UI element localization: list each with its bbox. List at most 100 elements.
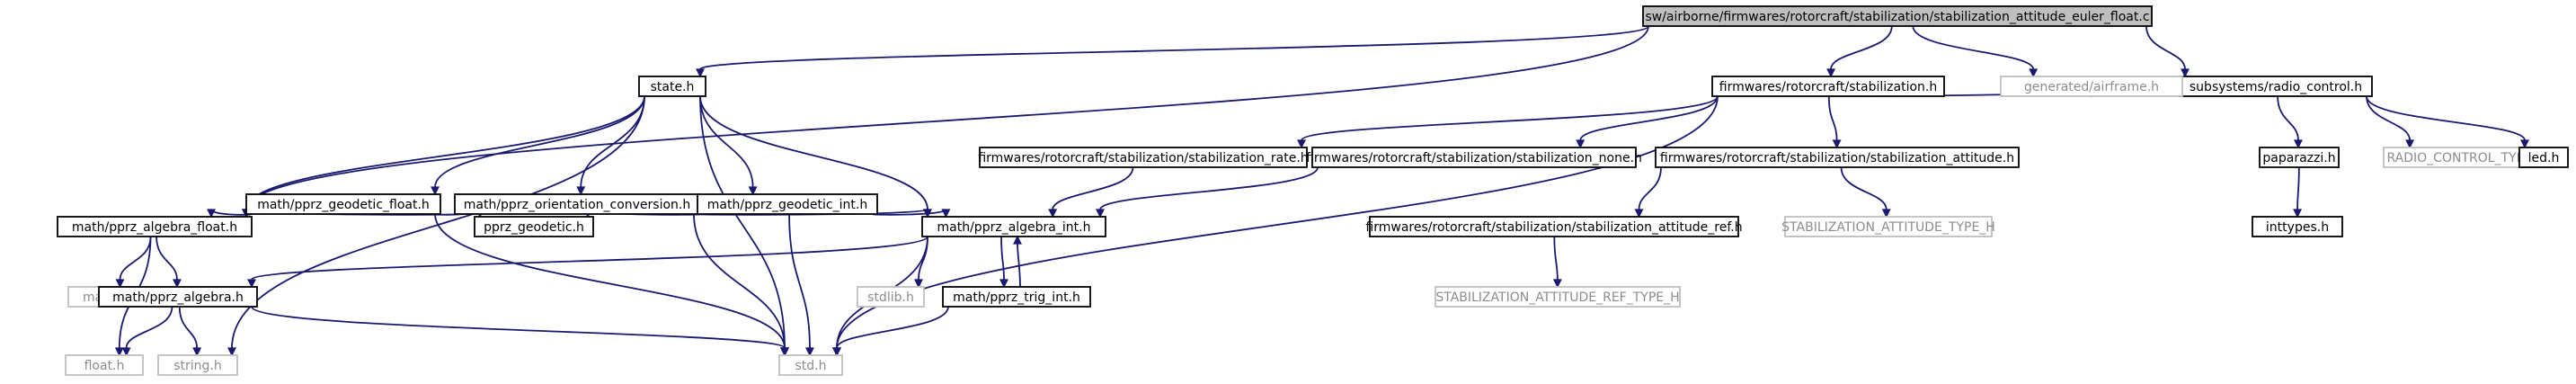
arrowhead — [1881, 209, 1891, 219]
node-n4[interactable]: math/pprz_geodetic_float.h — [245, 193, 441, 215]
arrowhead — [832, 347, 841, 357]
node-n16[interactable]: math/pprz_algebra_int.h — [921, 216, 1106, 237]
edge-n2-to-n9 — [1827, 95, 1842, 149]
arrowhead — [1096, 209, 1105, 219]
node-box — [979, 147, 1308, 168]
edge-n3-to-n13 — [2366, 95, 2529, 149]
edge-line — [434, 213, 786, 349]
node-box — [98, 286, 258, 308]
edge-n11-to-n19 — [2293, 166, 2303, 219]
arrowhead — [914, 279, 923, 289]
node-label: firmwares/rotorcraft/stabilization/stabi… — [1660, 151, 2014, 165]
node-n23[interactable]: math/pprz_trig_int.h — [942, 286, 1091, 308]
edge-line — [155, 236, 178, 281]
node-n15[interactable]: pprz_geodetic.h — [474, 216, 594, 237]
edge-line — [1553, 236, 1559, 281]
edge-n2-to-n8 — [1576, 95, 1719, 149]
edge-line — [1579, 95, 1719, 141]
node-label: firmwares/rotorcraft/stabilization/stabi… — [1306, 151, 1642, 165]
node-n26: string.h — [157, 354, 238, 376]
node-n8[interactable]: firmwares/rotorcraft/stabilization/stabi… — [1306, 147, 1642, 168]
edge-line — [178, 306, 199, 349]
node-box — [474, 216, 594, 237]
edge-n0-to-n3 — [2145, 25, 2190, 78]
edge-n1-to-n6 — [699, 95, 758, 196]
node-n12: RADIO_CONTROL_TYPE_H — [2383, 147, 2552, 168]
node-label: led.h — [2528, 151, 2560, 165]
edge-n0-to-n2 — [1826, 25, 1893, 78]
node-label: paparazzi.h — [2262, 151, 2335, 165]
nodes-layer: sw/airborne/firmwares/rotorcraft/stabili… — [57, 5, 2569, 376]
node-label: subsystems/radio_control.h — [2190, 80, 2362, 94]
edge-line — [1827, 95, 1838, 141]
edge-n16-to-n21 — [247, 236, 928, 289]
node-n21[interactable]: math/pprz_algebra.h — [98, 286, 258, 308]
node-n1[interactable]: state.h — [638, 76, 706, 97]
node-label: math/pprz_geodetic_float.h — [257, 198, 430, 212]
edges-layer — [114, 25, 2529, 357]
edge-line — [251, 236, 928, 281]
arrowhead — [1552, 279, 1562, 289]
edge-n21-to-n27 — [251, 306, 789, 357]
edge-n8-to-n16 — [1096, 166, 1319, 219]
edge-line — [1912, 25, 2035, 70]
node-n11[interactable]: paparazzi.h — [2259, 147, 2340, 168]
node-n9[interactable]: firmwares/rotorcraft/stabilization/stabi… — [1655, 147, 2020, 168]
edge-n0-to-n14 — [242, 25, 1649, 219]
edge-n9-to-n17 — [1634, 166, 1662, 219]
edge-line — [699, 95, 928, 210]
edge-line — [245, 25, 1649, 210]
edge-line — [119, 236, 152, 281]
node-label: float.h — [84, 359, 125, 373]
node-label: string.h — [173, 359, 222, 373]
node-n25: float.h — [65, 354, 144, 376]
edge-line — [1301, 95, 1719, 141]
node-label: pprz_geodetic.h — [484, 220, 584, 235]
node-n3[interactable]: subsystems/radio_control.h — [2179, 76, 2373, 97]
node-label: math/pprz_geodetic_int.h — [707, 198, 867, 212]
node-label: inttypes.h — [2266, 220, 2329, 235]
node-n6[interactable]: math/pprz_geodetic_int.h — [697, 193, 878, 215]
arrowhead — [1634, 209, 1644, 219]
edge-n14-to-n20 — [115, 236, 152, 289]
edge-line — [699, 95, 786, 349]
edge-line — [1017, 243, 1021, 288]
edge-n1-to-n4 — [431, 95, 645, 196]
edge-line — [836, 306, 949, 349]
node-n2[interactable]: firmwares/rotorcraft/stabilization.h — [1711, 76, 1945, 97]
node-n5[interactable]: math/pprz_orientation_conversion.h — [454, 193, 700, 215]
arrowhead — [1048, 209, 1058, 219]
edge-n21-to-n25 — [121, 306, 173, 357]
edge-n21-to-n26 — [178, 306, 202, 357]
arrowhead — [172, 279, 182, 289]
node-box — [1642, 5, 2153, 27]
arrowhead — [114, 347, 124, 357]
node-n19[interactable]: inttypes.h — [2252, 216, 2343, 237]
edge-line — [2277, 95, 2299, 141]
edge-n14-to-n21 — [155, 236, 182, 289]
node-box — [2252, 216, 2343, 237]
node-box — [697, 193, 878, 215]
edge-line — [1638, 166, 1662, 210]
node-n17[interactable]: firmwares/rotorcraft/stabilization/stabi… — [1365, 216, 1743, 237]
node-n0[interactable]: sw/airborne/firmwares/rotorcraft/stabili… — [1642, 5, 2153, 27]
arrowhead — [748, 186, 758, 196]
arrowhead — [207, 209, 216, 219]
node-label: firmwares/rotorcraft/stabilization.h — [1719, 80, 1938, 94]
node-box — [778, 354, 843, 376]
edge-line — [1099, 166, 1319, 210]
arrowhead — [227, 347, 236, 357]
edge-line — [2296, 166, 2300, 210]
node-n22: stdlib.h — [857, 286, 925, 308]
node-n13[interactable]: led.h — [2518, 147, 2569, 168]
edge-n0-to-n10 — [1912, 25, 2039, 78]
node-box — [921, 216, 1106, 237]
node-n7[interactable]: firmwares/rotorcraft/stabilization/stabi… — [978, 147, 1309, 168]
arrowhead — [999, 279, 1008, 289]
arrowhead — [2293, 209, 2303, 219]
node-box — [2259, 147, 2340, 168]
edge-n23-to-n16 — [1013, 235, 1022, 288]
node-box — [1369, 216, 1739, 237]
node-n14[interactable]: math/pprz_algebra_float.h — [57, 216, 253, 237]
node-box — [1655, 147, 2020, 168]
